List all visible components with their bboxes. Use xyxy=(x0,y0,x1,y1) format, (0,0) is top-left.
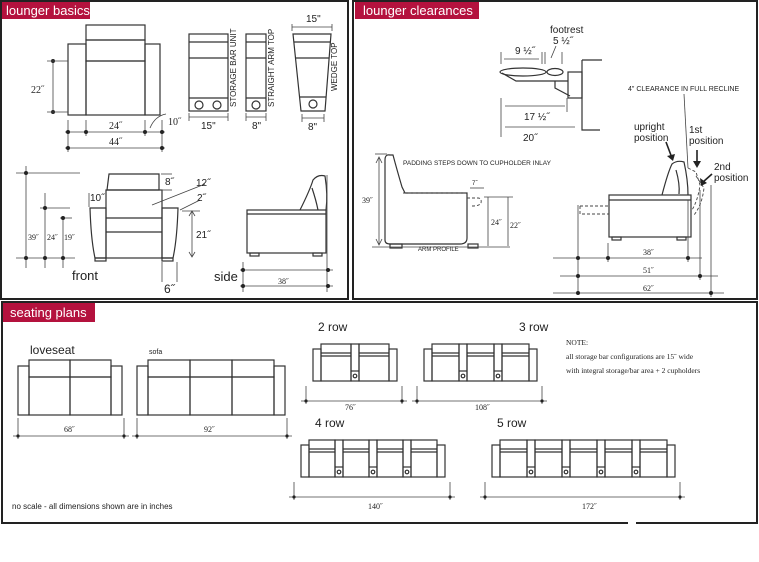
dim-44: 44˝ xyxy=(109,137,123,148)
upright-label-2: position xyxy=(634,133,668,144)
straight-arm-top xyxy=(245,33,267,121)
note-title: NOTE: xyxy=(566,338,588,347)
sofa-plan xyxy=(132,359,292,439)
arm-dim-39: 39˝ xyxy=(362,196,373,205)
seating-plans-header: seating plans xyxy=(3,303,95,322)
footrest-dim-9-5: 9 ½˝ xyxy=(515,45,536,57)
row4-label: 4 row xyxy=(315,416,345,430)
recline-dim-38: 38˝ xyxy=(643,248,654,257)
arm-profile-label: ARM PROFILE xyxy=(418,247,459,253)
row2-label: 2 row xyxy=(318,320,348,334)
dim-24: 24˝ xyxy=(109,121,123,132)
front-dim-21: 21˝ xyxy=(196,229,211,241)
row3-label: 3 row xyxy=(519,320,549,334)
front-label: front xyxy=(72,268,98,283)
loveseat-label: loveseat xyxy=(30,343,75,357)
row5-width: 172˝ xyxy=(582,502,597,511)
arm-profile-diagram xyxy=(372,153,513,249)
sofa-label: sofa xyxy=(149,349,162,356)
storage-bar-width: 15" xyxy=(201,121,216,132)
footrest-diagram xyxy=(499,45,602,137)
footrest-dim-17-5: 17 ½˝ xyxy=(524,111,550,123)
second-position-label-2: position xyxy=(714,173,748,184)
lounger-top-view xyxy=(47,24,167,152)
cupholder-icon xyxy=(598,469,604,475)
row2-width: 76˝ xyxy=(345,403,356,412)
panel-seating-plans xyxy=(1,301,758,524)
arm-dim-22: 22˝ xyxy=(510,221,521,230)
three-row-plan xyxy=(412,343,547,404)
five-row-plan xyxy=(480,439,685,500)
cupholder-icon xyxy=(336,469,342,475)
front-dim-19: 19˝ xyxy=(64,233,75,242)
front-dim-10: 10˝ xyxy=(90,192,105,204)
sofa-width: 92˝ xyxy=(204,425,215,434)
footnote: no scale - all dimensions shown are in i… xyxy=(12,502,173,511)
second-position-label-1: 2nd xyxy=(714,162,731,173)
cupholder-icon xyxy=(528,469,534,475)
footrest-dim-20: 20˝ xyxy=(523,132,538,144)
svg-text:seating plans: seating plans xyxy=(10,305,87,320)
svg-text:lounger clearances: lounger clearances xyxy=(363,3,473,18)
note-line-1: all storage bar configurations are 15˝ w… xyxy=(566,352,694,361)
cupholder-icon xyxy=(563,469,569,475)
footrest-dim-5-5: 5 ½˝ xyxy=(553,35,574,47)
svg-text:lounger basics: lounger basics xyxy=(6,3,90,18)
wedge-top xyxy=(291,24,333,122)
row3-width: 108˝ xyxy=(475,403,490,412)
upright-label-1: upright xyxy=(634,122,665,133)
recline-clearance-note: 4" CLEARANCE IN FULL RECLINE xyxy=(628,86,739,93)
storage-bar-label: STORAGE BAR UNIT xyxy=(229,28,238,107)
dim-22: 22˝ xyxy=(31,85,45,96)
front-dim-12: 12˝ xyxy=(196,177,211,189)
row5-label: 5 row xyxy=(497,416,527,430)
side-dim-38: 38˝ xyxy=(278,277,289,286)
first-position-label-1: 1st xyxy=(689,125,703,136)
panel-lounger-clearances xyxy=(352,0,758,300)
cupholder-icon xyxy=(633,469,639,475)
recline-diagram xyxy=(553,93,724,297)
straight-arm-width: 8" xyxy=(252,121,262,132)
four-row-plan xyxy=(289,439,455,500)
seating-plan-drawings xyxy=(13,343,685,500)
lounger-front-view xyxy=(16,166,206,282)
lounger-clearances-header: lounger clearances xyxy=(355,2,479,19)
front-dim-24: 24˝ xyxy=(47,233,58,242)
straight-arm-label: STRAIGHT ARM TOP xyxy=(267,29,276,107)
footrest-label: footrest xyxy=(550,25,584,36)
first-position-label-2: position xyxy=(689,136,723,147)
dim-10: 10˝ xyxy=(168,117,182,128)
loveseat-width: 68˝ xyxy=(64,425,75,434)
wedge-bottom-width: 8" xyxy=(308,122,318,133)
arm-dim-7: 7˝ xyxy=(472,181,478,187)
storage-bar-unit xyxy=(188,33,229,121)
arm-profile-note: PADDING STEPS DOWN TO CUPHOLDER INLAY xyxy=(403,160,552,167)
lounger-basics-header: lounger basics xyxy=(2,2,90,19)
cupholder-icon xyxy=(352,373,358,379)
cupholder-icon xyxy=(404,469,410,475)
arm-dim-24: 24˝ xyxy=(491,218,502,227)
panel-lounger-basics xyxy=(0,0,349,300)
recline-dim-62: 62˝ xyxy=(643,284,654,293)
lounger-side-view xyxy=(240,174,333,292)
wedge-top-width: 15" xyxy=(306,14,321,25)
recline-dim-51: 51˝ xyxy=(643,266,654,275)
loveseat-plan xyxy=(13,359,129,439)
front-dim-8: 8˝ xyxy=(165,176,175,188)
cupholder-icon xyxy=(460,373,466,379)
wedge-label: WEDGE TOP xyxy=(330,42,339,91)
two-row-plan xyxy=(301,343,407,404)
note-line-2: with integral storage/bar area + 2 cupho… xyxy=(566,366,700,375)
cupholder-icon xyxy=(495,373,501,379)
front-dim-39: 39˝ xyxy=(28,233,39,242)
front-dim-2: 2˝ xyxy=(197,192,207,204)
row4-width: 140˝ xyxy=(368,502,383,511)
cupholder-icon xyxy=(370,469,376,475)
front-dim-6: 6˝ xyxy=(164,282,176,296)
side-label: side xyxy=(214,269,238,284)
